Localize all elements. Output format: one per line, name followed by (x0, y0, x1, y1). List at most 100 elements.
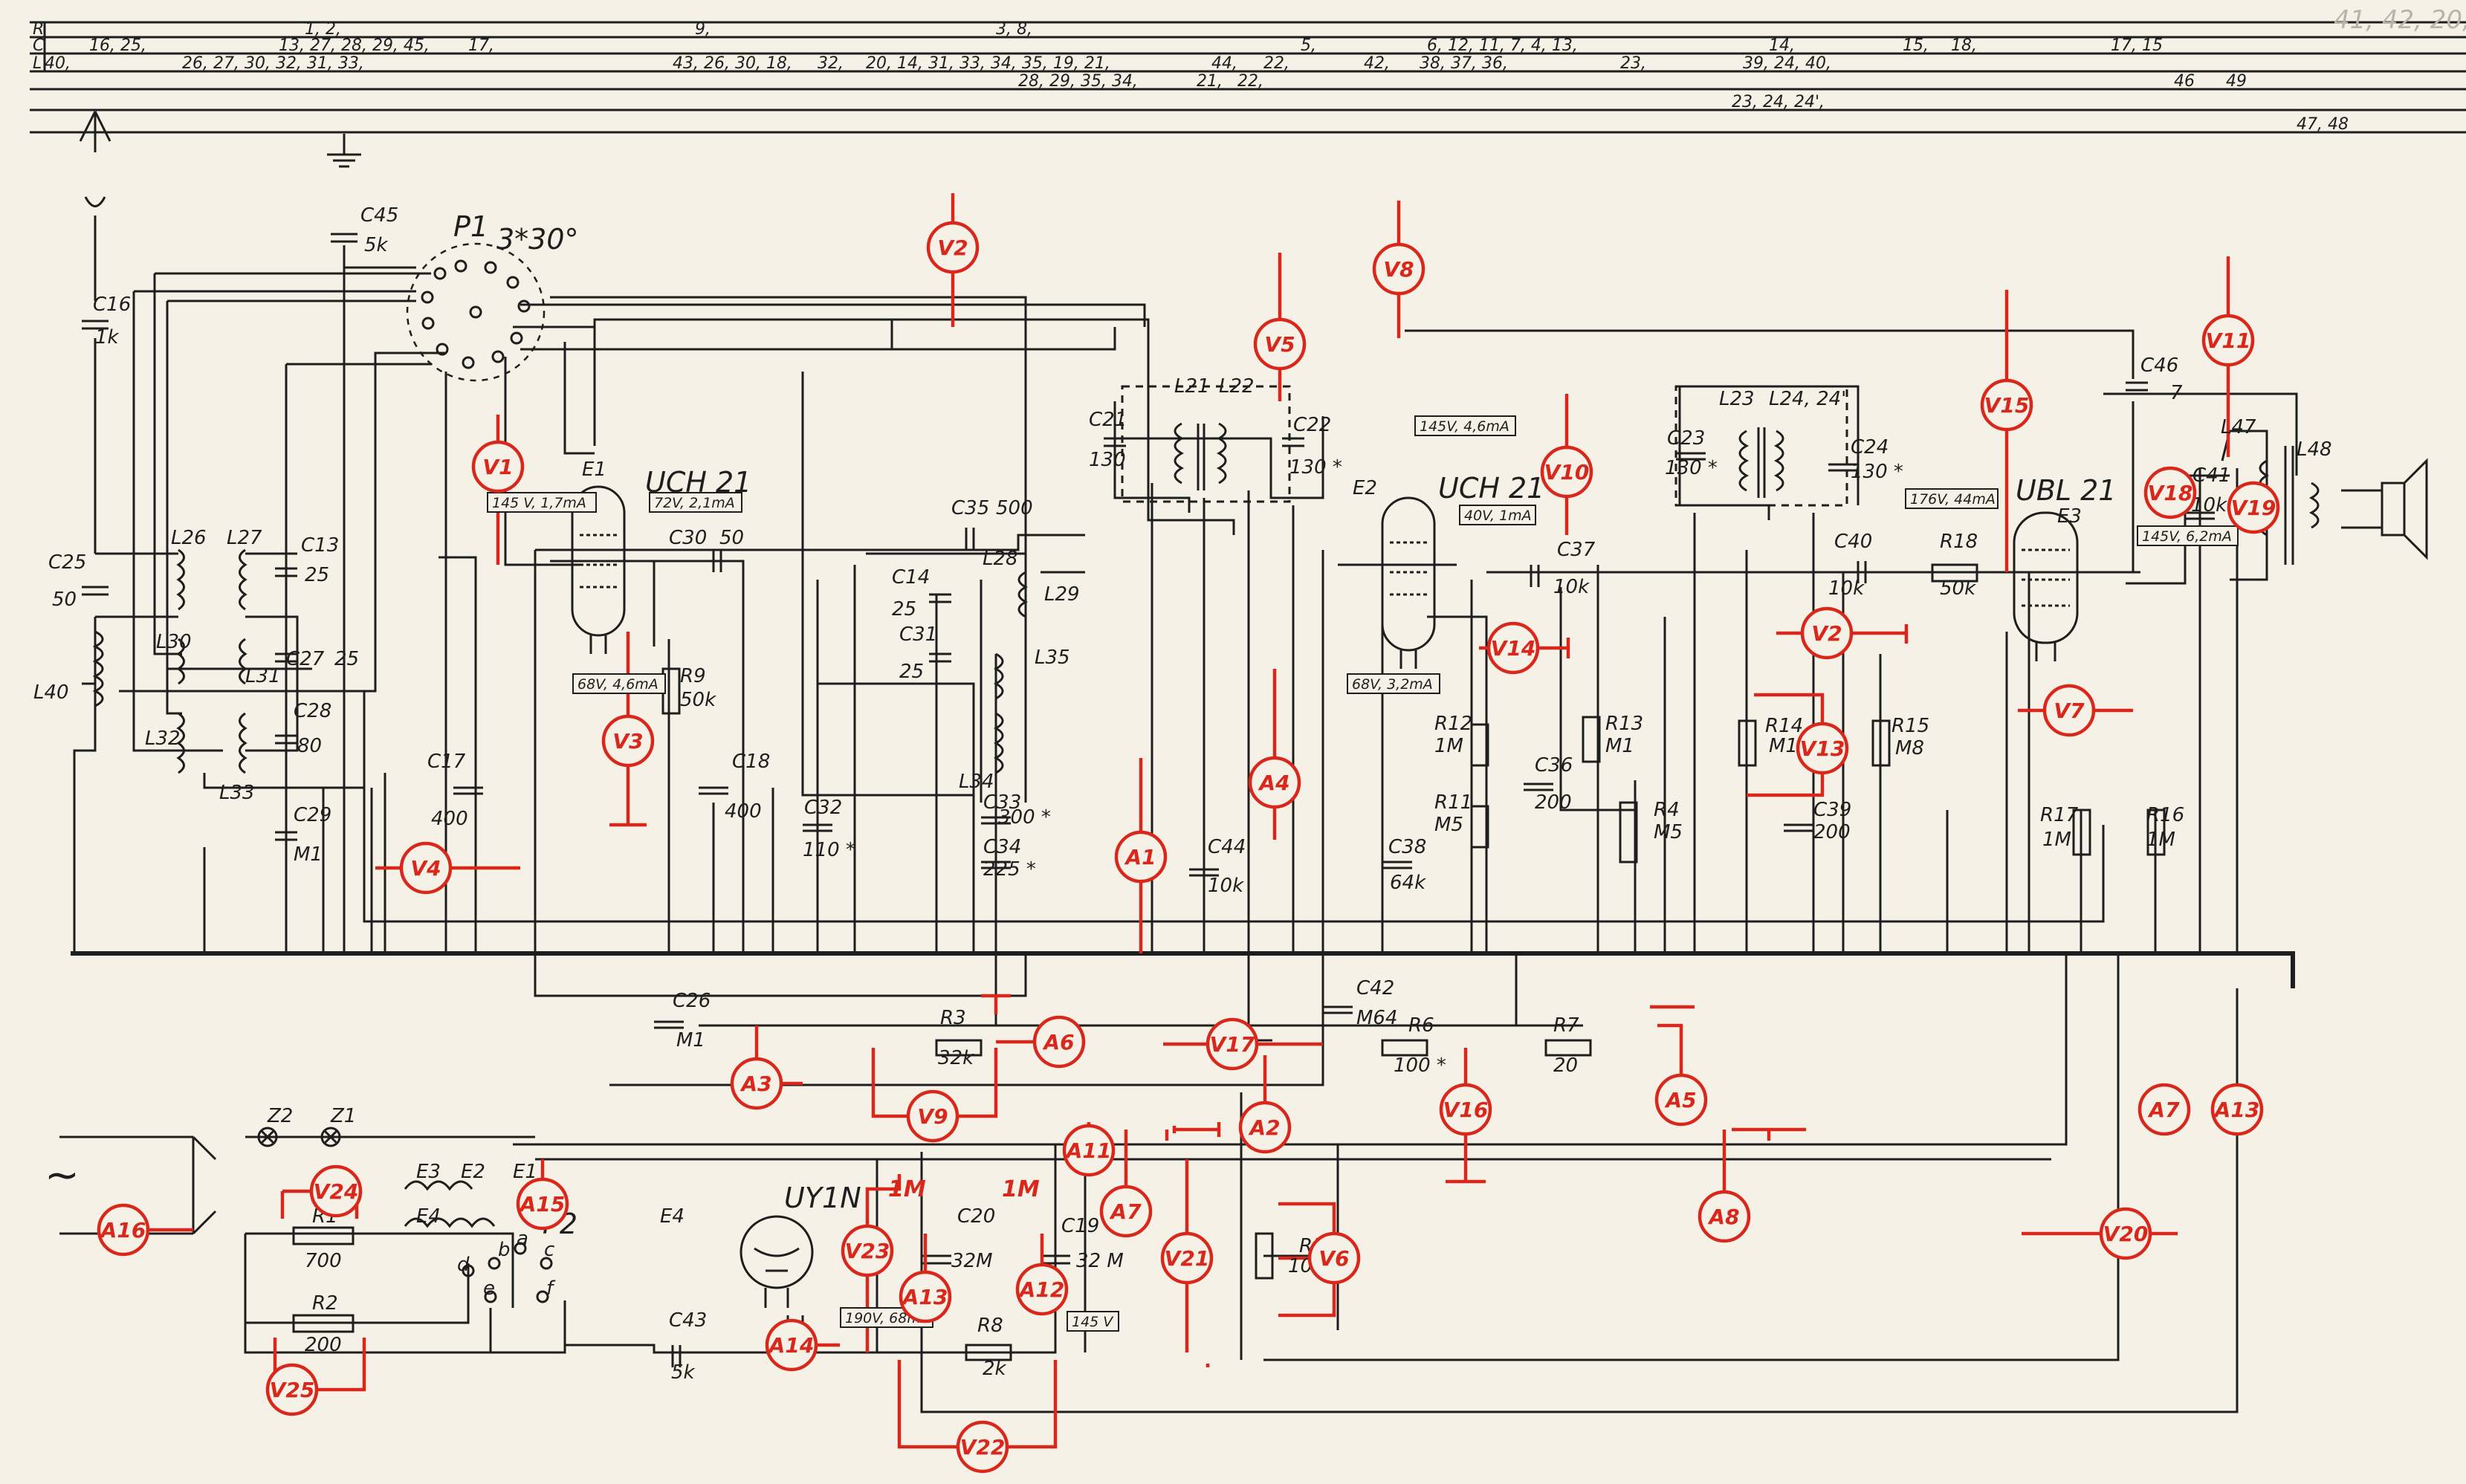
component-label: C14 (892, 566, 930, 589)
meter-circle (2227, 481, 2280, 534)
component-label: C40 (1834, 531, 1872, 553)
table-entry: 23, (1620, 54, 1646, 73)
ammeter-point: A8 (1698, 1190, 1751, 1243)
meter-label: V24 (314, 1179, 359, 1204)
table-row-key: R (33, 20, 44, 39)
valve-e2-uch21 (1381, 496, 1436, 669)
meter-circle (1253, 317, 1307, 371)
meter-label: A13 (2213, 1098, 2260, 1122)
component-label: R9 (680, 665, 706, 687)
component-label: 10k (1828, 577, 1865, 600)
meter-label: A1 (1124, 845, 1156, 869)
component-label: L23 (1719, 388, 1755, 410)
component-label: L26 (171, 527, 207, 549)
component-label: 400 (725, 800, 762, 823)
ammeter-point: A14 (765, 1318, 818, 1372)
component-label: M1 (1605, 735, 1634, 757)
meter-label: V18 (2148, 481, 2193, 505)
component-label: 130 * (1289, 456, 1342, 479)
voltmeter-point: V17 (1206, 1017, 1259, 1071)
meter-label: V5 (1264, 332, 1295, 357)
table-entry: 44, (1211, 54, 1237, 73)
voltmeter-point: V3 (601, 714, 655, 768)
mains-section (192, 1127, 553, 1303)
meter-circle (2143, 466, 2197, 519)
voltmeter-point: V14 (1486, 621, 1540, 675)
voltmeter-point: V6 (1307, 1231, 1361, 1285)
meter-label: V17 (1210, 1032, 1255, 1057)
meter-circle (471, 440, 525, 493)
component-label: C33 (983, 791, 1021, 814)
component-label: C46 (2140, 354, 2178, 377)
meter-label: A5 (1664, 1088, 1696, 1112)
valve-type-label: UY1N (784, 1182, 861, 1214)
component-label: C44 (1208, 836, 1246, 858)
ammeter-point: A12 (1015, 1263, 1069, 1316)
meter-circle (1800, 606, 1854, 660)
component-label: R3 (940, 1007, 966, 1029)
component-label: 200 (305, 1334, 342, 1356)
component-label: R11 (1434, 791, 1472, 814)
table-entry: 43, 26, 30, 18, (673, 54, 792, 73)
valve-type-label: P1 (453, 210, 488, 243)
reading-box (1459, 505, 1536, 525)
reading-box (649, 492, 742, 513)
meter-label: V2 (1811, 621, 1842, 646)
meter-label: V2 (937, 236, 968, 260)
component-label: b (498, 1239, 511, 1261)
ammeter-point: A16 (97, 1203, 150, 1257)
table-entry: 28, 29, 35, 34, (1018, 72, 1138, 91)
ammeter-point: A4 (1248, 756, 1301, 809)
meter-label: A11 (1065, 1138, 1112, 1163)
component-label: E2 (461, 1161, 485, 1183)
voltage-current-reading: 145V, 4,6mA (1420, 418, 1509, 435)
component-label: 2k (983, 1358, 1007, 1380)
component-label: 200 (1535, 791, 1572, 814)
band-switch-p1 (406, 242, 546, 382)
meter-circle (906, 1089, 959, 1143)
component-label: 130 * (1665, 457, 1718, 479)
ground-symbol (327, 134, 361, 168)
component-label: 32M (951, 1250, 993, 1272)
meter-label: A12 (1018, 1277, 1065, 1302)
table-entry: 17, 15 (2111, 36, 2163, 55)
component-label: L34 (959, 771, 994, 793)
component-label: C24 (1851, 436, 1889, 459)
voltmeter-point: V7 (2042, 684, 2096, 737)
component-label: M64 (1356, 1007, 1398, 1029)
meter-label: A6 (1042, 1030, 1074, 1054)
meter-label: V8 (1383, 257, 1414, 282)
component-label: L35 (1035, 647, 1070, 669)
component-label: 1M (2042, 829, 2071, 851)
meter-circle (1114, 830, 1168, 884)
red-resistor-label: 1M (888, 1176, 926, 1202)
meter-circle (2210, 1083, 2264, 1136)
component-label: 5k (671, 1361, 696, 1384)
voltmeter-point: V2 (1800, 606, 1854, 660)
voltmeter-point: V16 (1439, 1083, 1492, 1136)
table-entry: 39, 24, 40, (1743, 54, 1831, 73)
meter-label: A16 (100, 1218, 146, 1242)
component-label: C21 (1089, 409, 1127, 431)
meter-circle (956, 1420, 1009, 1474)
voltmeter-point: V9 (906, 1089, 959, 1143)
component-label: Z1 (330, 1105, 356, 1127)
meter-circle (2201, 314, 2255, 367)
component-label: e (483, 1277, 495, 1300)
component-label: L31 (245, 665, 281, 687)
meter-label: A7 (2147, 1098, 2180, 1122)
component-label: E1 (582, 459, 606, 481)
component-label: R13 (1605, 713, 1643, 735)
component-label: 130 (1089, 449, 1126, 471)
table-entry: 6, 12, 11, 7, 4, 13, (1427, 36, 1578, 55)
meter-circle (841, 1224, 894, 1277)
meter-label: V9 (917, 1104, 948, 1129)
handwritten-note: 41, 42, 20, 21 (2334, 5, 2466, 35)
meter-label: A7 (1109, 1199, 1142, 1224)
component-label: 1M (1434, 735, 1463, 757)
ammeter-point: A1 (1114, 830, 1168, 884)
meter-circle (516, 1177, 569, 1231)
component-label: 25 (899, 661, 924, 683)
component-label: R7 (1553, 1014, 1579, 1037)
